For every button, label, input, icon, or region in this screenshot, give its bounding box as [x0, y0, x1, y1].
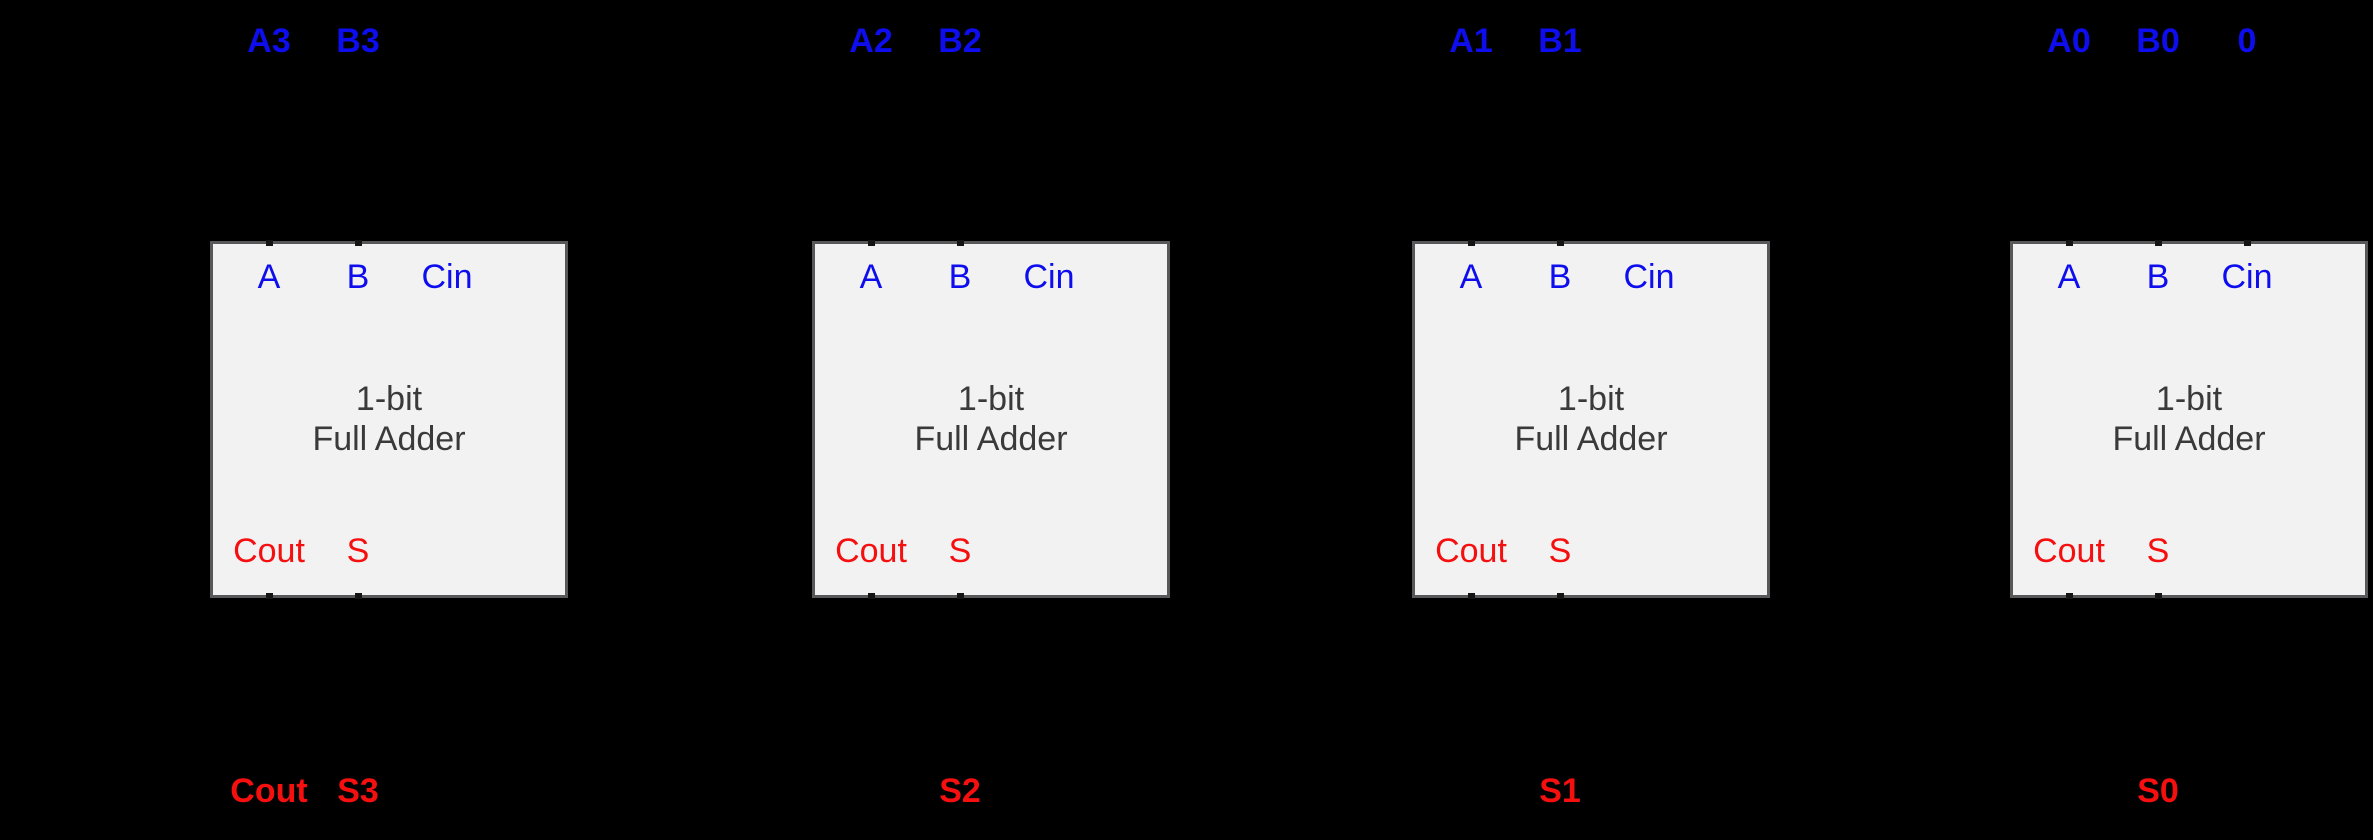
- wire-stub-bottom: [868, 593, 875, 599]
- port-label-cout: Cout: [1435, 532, 1507, 570]
- adder-title-line-1: 1-bit: [957, 380, 1025, 418]
- port-label-s: S: [1548, 532, 1572, 570]
- adder-title-line-1: 1-bit: [355, 380, 423, 418]
- wire-stub-top: [957, 240, 964, 246]
- wire-stub-top: [266, 240, 273, 246]
- port-label-s: S: [346, 532, 370, 570]
- external-output-label-s0: S0: [2137, 772, 2179, 810]
- port-label-cout: Cout: [233, 532, 305, 570]
- port-label-cin: Cin: [421, 258, 473, 296]
- wire-stub-bottom: [355, 593, 362, 599]
- adder-title-line-2: Full Adder: [1514, 420, 1668, 458]
- wire-stub-top: [1468, 240, 1475, 246]
- wire-stub-bottom: [1468, 593, 1475, 599]
- adder-title-line-2: Full Adder: [312, 420, 466, 458]
- external-input-label-a3: A3: [247, 22, 291, 60]
- external-input-label-0: 0: [2237, 22, 2257, 60]
- wire-stub-top: [1557, 240, 1564, 246]
- wire-stub-bottom: [2066, 593, 2073, 599]
- external-input-label-a0: A0: [2047, 22, 2091, 60]
- wire-stub-bottom: [2155, 593, 2162, 599]
- port-label-cin: Cin: [2221, 258, 2273, 296]
- wire-stub-top: [2155, 240, 2162, 246]
- port-label-s: S: [2146, 532, 2170, 570]
- adder-title-line-2: Full Adder: [2112, 420, 2266, 458]
- external-input-label-a1: A1: [1449, 22, 1493, 60]
- wire-stub-top: [2066, 240, 2073, 246]
- port-label-cin: Cin: [1023, 258, 1075, 296]
- external-input-label-b2: B2: [938, 22, 982, 60]
- port-label-b: B: [2146, 258, 2170, 296]
- wire-stub-top: [868, 240, 875, 246]
- port-label-a: A: [2057, 258, 2081, 296]
- adder-title-line-1: 1-bit: [1557, 380, 1625, 418]
- port-label-cout: Cout: [835, 532, 907, 570]
- port-label-b: B: [1548, 258, 1572, 296]
- external-input-label-b1: B1: [1538, 22, 1582, 60]
- port-label-b: B: [948, 258, 972, 296]
- adder-title-line-1: 1-bit: [2155, 380, 2223, 418]
- wire-stub-bottom: [266, 593, 273, 599]
- port-label-a: A: [1459, 258, 1483, 296]
- port-label-a: A: [257, 258, 281, 296]
- port-label-cout: Cout: [2033, 532, 2105, 570]
- wire-stub-bottom: [1557, 593, 1564, 599]
- external-input-label-b0: B0: [2136, 22, 2180, 60]
- port-label-b: B: [346, 258, 370, 296]
- external-output-label-s3: S3: [337, 772, 379, 810]
- port-label-a: A: [859, 258, 883, 296]
- external-output-label-cout: Cout: [230, 772, 308, 810]
- external-input-label-a2: A2: [849, 22, 893, 60]
- port-label-s: S: [948, 532, 972, 570]
- external-output-label-s2: S2: [939, 772, 981, 810]
- wire-stub-bottom: [957, 593, 964, 599]
- adder-title-line-2: Full Adder: [914, 420, 1068, 458]
- wire-stub-top: [355, 240, 362, 246]
- wire-stub-top: [2244, 240, 2251, 246]
- external-input-label-b3: B3: [336, 22, 380, 60]
- external-output-label-s1: S1: [1539, 772, 1581, 810]
- port-label-cin: Cin: [1623, 258, 1675, 296]
